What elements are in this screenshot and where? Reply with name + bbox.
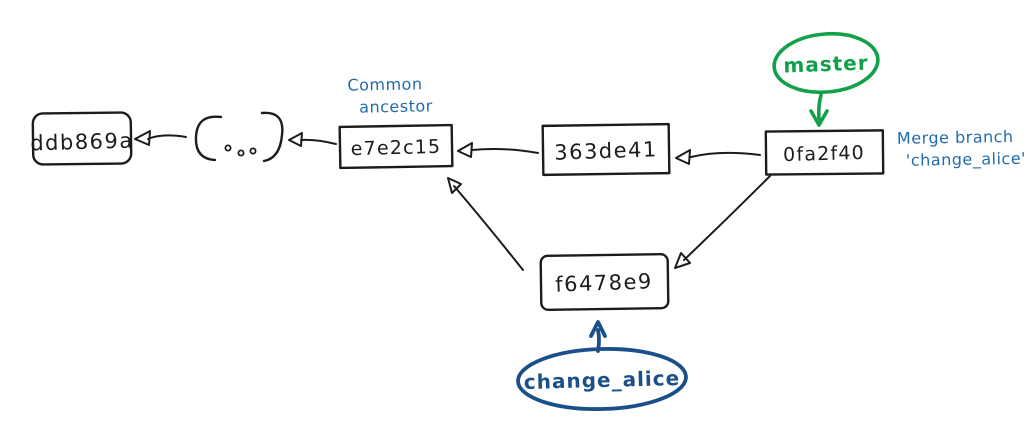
commit-box <box>541 122 671 177</box>
arrow-head <box>288 132 303 147</box>
arrow-head <box>674 252 691 269</box>
commit-box <box>539 253 670 311</box>
arrow-ellipsis-to-ddb869a <box>134 130 187 146</box>
node-ellipsis <box>194 111 284 163</box>
arrow-head <box>675 149 691 165</box>
commit-0fa2f40: 0fa2f40 Merge branch 'change_alice' <box>764 127 1026 176</box>
common-ancestor-note-line2: ancestor <box>359 96 433 116</box>
commit-hash-label: e7e2c15 <box>350 136 441 160</box>
arrow-line <box>690 151 761 158</box>
branch-master: master <box>772 31 880 127</box>
commit-hash-label: f6478e9 <box>555 269 653 296</box>
arrow-line <box>683 175 771 261</box>
commit-hash-label: ddb869a <box>30 129 134 156</box>
change-alice-pointer-arrow-head <box>589 320 607 338</box>
left-bracket <box>194 115 223 162</box>
common-ancestor-note-line1: Common <box>347 74 422 94</box>
branch-change-alice: change_alice <box>516 320 688 411</box>
arrow-line <box>300 138 337 145</box>
arrow-line <box>147 134 187 140</box>
arrow-0fa2f40-to-f6478e9 <box>674 175 771 269</box>
merge-note-line1: Merge branch <box>897 127 1014 148</box>
change-alice-ellipse <box>516 347 688 411</box>
arrow-head <box>457 142 473 158</box>
commit-f6478e9: f6478e9 <box>539 253 670 311</box>
ellipsis-dot <box>237 149 245 157</box>
arrow-line <box>471 148 539 154</box>
arrow-head <box>134 130 151 146</box>
arrow-0fa2f40-to-363de41 <box>675 149 761 165</box>
master-ellipse <box>772 31 880 95</box>
arrow-line <box>453 185 524 271</box>
ellipsis-dot <box>224 144 232 152</box>
arrow-f6478e9-to-e7e2c15 <box>447 177 524 271</box>
commit-hash-label: 0fa2f40 <box>783 142 865 166</box>
change-alice-label: change_alice <box>524 366 681 394</box>
arrow-head <box>447 177 462 194</box>
arrow-e7e2c15-to-ellipsis <box>288 132 337 147</box>
commit-363de41: 363de41 <box>541 122 671 177</box>
ellipsis-dot <box>249 147 257 155</box>
commit-box <box>31 111 133 166</box>
master-pointer-arrow-line <box>816 93 823 121</box>
master-pointer-arrow-head <box>809 109 829 127</box>
commit-e7e2c15: e7e2c15 Common ancestor <box>338 74 454 170</box>
right-bracket <box>260 111 284 163</box>
arrow-363de41-to-e7e2c15 <box>457 142 539 158</box>
merge-note-line2: 'change_alice' <box>906 149 1026 171</box>
commit-hash-label: 363de41 <box>554 137 658 165</box>
master-label: master <box>783 51 869 78</box>
commit-ddb869a: ddb869a <box>30 111 134 166</box>
commit-box <box>338 123 454 170</box>
commit-box <box>764 129 885 176</box>
